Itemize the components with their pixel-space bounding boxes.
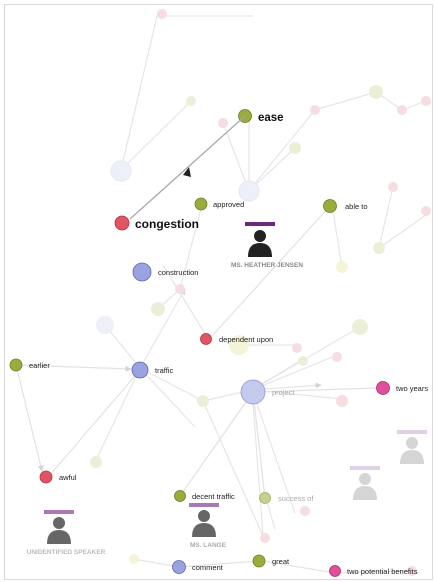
term-label: two potential benefits bbox=[347, 567, 418, 576]
term-label: decent traffic bbox=[192, 492, 235, 501]
person-silhouette-icon bbox=[248, 230, 272, 257]
term-label: awful bbox=[59, 473, 77, 482]
term-label: great bbox=[272, 557, 290, 566]
person-silhouette-icon bbox=[47, 517, 71, 544]
term-label: project bbox=[272, 388, 295, 397]
background-edges bbox=[95, 15, 427, 574]
term-approved[interactable]: approved bbox=[194, 197, 244, 211]
concept-graph: ease congestion approved construction ab… bbox=[9, 9, 431, 577]
background-nodes bbox=[90, 9, 431, 576]
term-label: congestion bbox=[135, 217, 199, 231]
term-label: dependent upon bbox=[219, 335, 273, 344]
term-success-of[interactable]: success of bbox=[259, 492, 315, 504]
speaker-heather-jensen[interactable]: MS. HEATHER JENSEN bbox=[231, 222, 303, 269]
term-project[interactable]: project bbox=[179, 379, 378, 499]
term-label: traffic bbox=[155, 366, 173, 375]
term-congestion[interactable]: congestion bbox=[114, 215, 199, 231]
speaker-label: MS. LANGE bbox=[190, 542, 227, 549]
speaker-faded-1[interactable] bbox=[397, 430, 427, 464]
term-label: approved bbox=[213, 200, 244, 209]
person-silhouette-icon bbox=[353, 473, 377, 500]
speaker-unidentified[interactable]: UNIDENTIFIED SPEAKER bbox=[27, 510, 106, 556]
term-label: comment bbox=[192, 563, 224, 572]
term-label: construction bbox=[158, 268, 198, 277]
speaker-lange[interactable]: MS. LANGE bbox=[189, 503, 227, 549]
concept-graph-canvas[interactable]: ease congestion approved construction ab… bbox=[4, 4, 433, 580]
term-great[interactable]: great bbox=[252, 554, 290, 568]
term-two-years[interactable]: two years bbox=[376, 381, 429, 395]
person-silhouette-icon bbox=[400, 437, 424, 464]
term-decent-traffic[interactable]: decent traffic bbox=[174, 490, 236, 502]
term-comment[interactable]: comment bbox=[172, 560, 260, 574]
term-label: two years bbox=[396, 384, 428, 393]
term-label: able to bbox=[345, 202, 368, 211]
speaker-faded-2[interactable] bbox=[350, 466, 380, 500]
term-label: success of bbox=[278, 494, 314, 503]
speaker-label: MS. HEATHER JENSEN bbox=[231, 262, 303, 269]
term-label: ease bbox=[258, 112, 284, 124]
term-earlier[interactable]: earlier bbox=[9, 358, 132, 472]
term-able-to[interactable]: able to bbox=[211, 199, 368, 337]
term-label: earlier bbox=[29, 361, 50, 370]
term-ease[interactable]: ease bbox=[238, 109, 284, 125]
term-dependent-upon[interactable]: dependent upon bbox=[200, 333, 274, 345]
person-silhouette-icon bbox=[192, 510, 216, 537]
highlighted-edge bbox=[129, 115, 246, 220]
term-two-potential-benefits[interactable]: two potential benefits bbox=[329, 565, 418, 577]
term-construction[interactable]: construction bbox=[132, 262, 198, 282]
term-awful[interactable]: awful bbox=[39, 470, 77, 484]
speaker-label: UNIDENTIFIED SPEAKER bbox=[27, 549, 106, 556]
term-traffic[interactable]: traffic bbox=[49, 361, 173, 476]
edge-arrowhead bbox=[183, 167, 191, 177]
